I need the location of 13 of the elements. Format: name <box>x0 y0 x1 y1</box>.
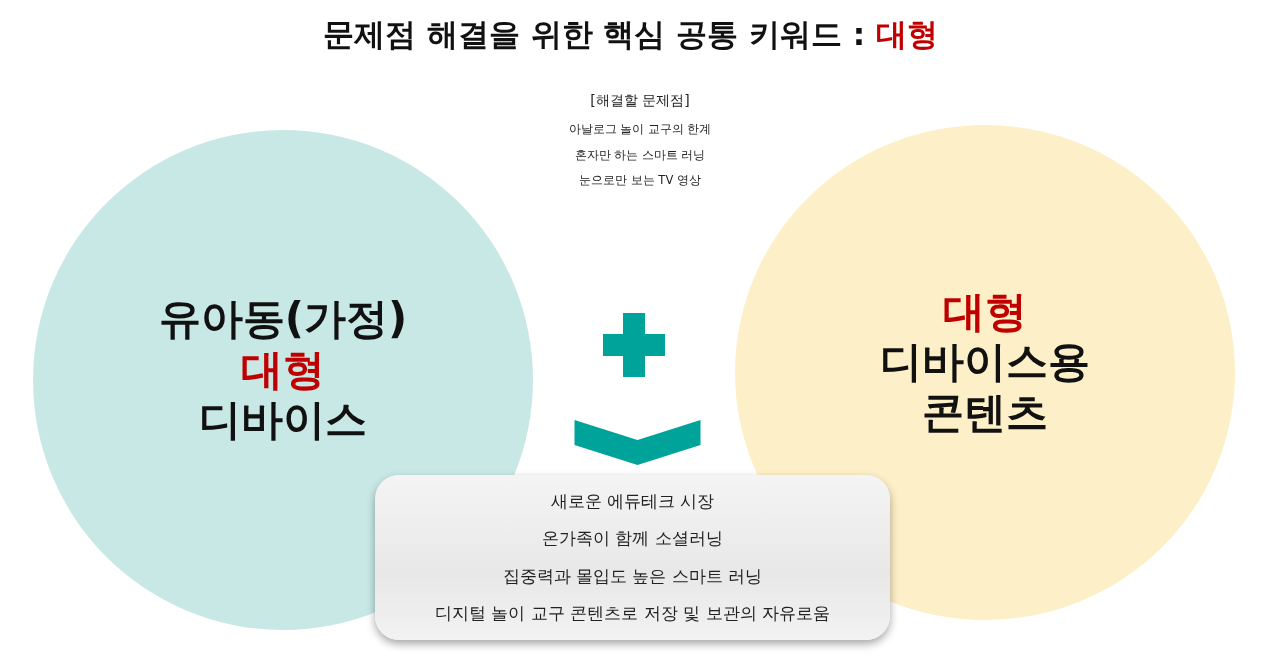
result-text: 새로운 에듀테크 시장 <box>550 490 715 514</box>
title: 문제점 해결을 위한 핵심 공통 키워드 : 대형 <box>322 15 939 54</box>
chevron-arrow <box>574 420 701 465</box>
result-text: 집중력과 몰입도 높은 스마트 러닝 <box>502 564 763 588</box>
circle-label: 대형 디바이스용 콘텐츠 <box>879 286 1091 439</box>
result-text: 온가족이 함께 소셜러닝 <box>542 527 723 551</box>
note-text: 눈으로만 보는 TV 영상 <box>578 173 702 188</box>
note-text: 아날로그 놀이 교구의 한계 <box>567 122 713 137</box>
note-text: 혼자만 하는 스마트 러닝 <box>573 148 707 163</box>
result-text: 디지털 놀이 교구 콘텐츠로 저장 및 보관의 자유로움 <box>435 601 830 625</box>
result-box <box>375 475 890 640</box>
circle-label: 유아동(가정) 대형 디바이스 <box>157 294 409 446</box>
note-heading: [해결할 문제점] <box>589 92 691 110</box>
